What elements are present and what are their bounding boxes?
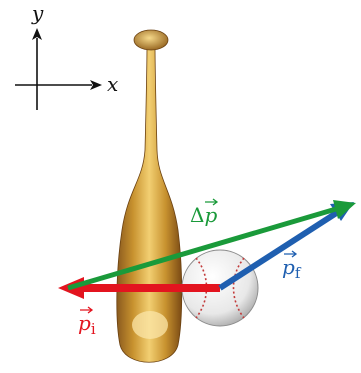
p-final-label: pf [282,251,302,282]
vector-p-final: pf [220,202,354,288]
p-final-subscript: f [295,264,302,282]
p-initial-letter: p [78,311,91,335]
svg-text:pi: pi [78,311,96,338]
p-final-letter: p [282,255,295,279]
p-initial-label: pi [78,307,96,338]
bat-barrel-highlight [132,311,168,339]
p-initial-subscript: i [91,320,96,338]
delta-p-symbol: Δ [190,203,204,227]
delta-p-letter: p [204,203,217,227]
baseball-bat [117,30,182,362]
y-axis-label: y [31,1,44,25]
svg-text:pf: pf [282,255,302,282]
delta-p-label: Δp [190,199,217,227]
bat-knob [134,30,168,50]
svg-text:Δp: Δp [190,203,217,227]
coordinate-axes: y x [15,1,118,110]
x-axis-label: x [107,72,118,96]
